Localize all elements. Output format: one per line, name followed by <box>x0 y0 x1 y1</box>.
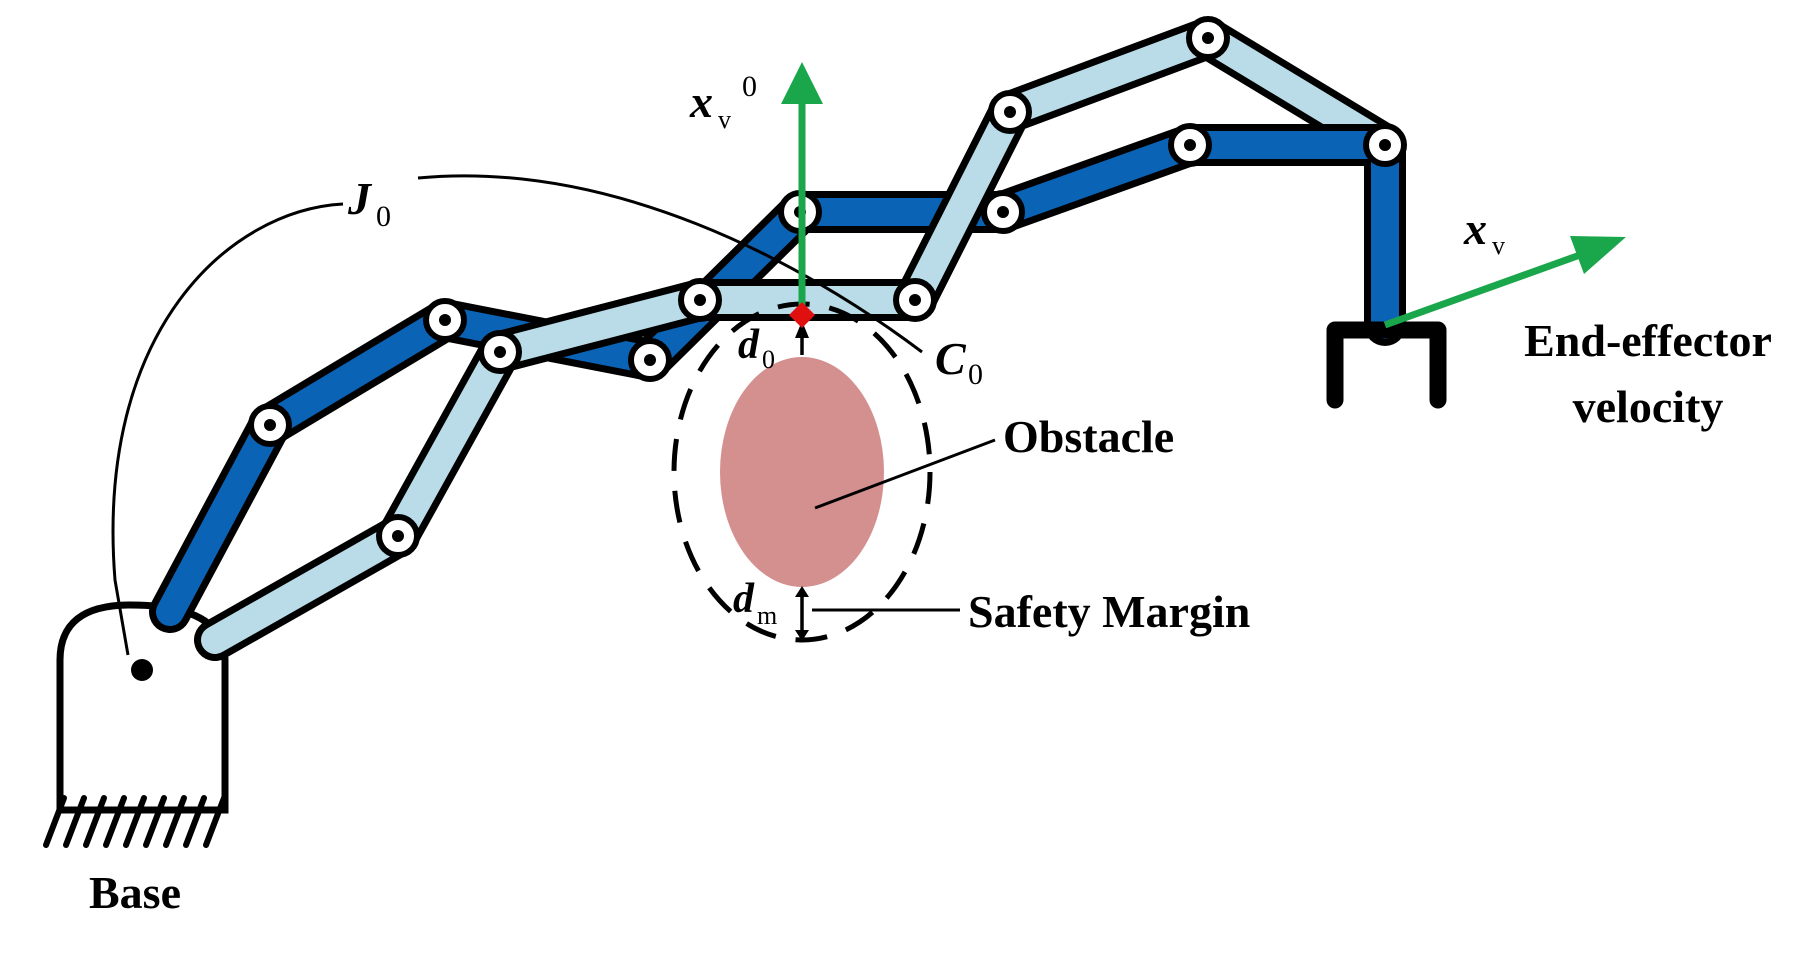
joint <box>423 298 467 342</box>
xv-label: x v <box>1463 203 1505 260</box>
dm-arrow <box>795 586 809 641</box>
joint <box>628 338 672 382</box>
end-effector-label-line1: End-effector <box>1524 315 1772 366</box>
joint <box>248 403 292 447</box>
xv-arrow <box>1383 236 1626 329</box>
base-label: Base <box>89 867 181 918</box>
svg-text:d: d <box>733 576 755 622</box>
light-link-overlays <box>479 91 1031 373</box>
safety-margin-label: Safety Margin <box>968 586 1250 637</box>
j0-leader-right <box>417 174 923 354</box>
svg-text:0: 0 <box>968 358 983 391</box>
joints <box>248 16 1407 558</box>
robot-base <box>43 601 229 848</box>
base-ground-hatch <box>43 795 227 848</box>
joint <box>1186 16 1230 60</box>
velocity-arrows <box>781 62 1626 329</box>
svg-text:0: 0 <box>762 345 775 374</box>
joint <box>1363 123 1407 167</box>
svg-text:v: v <box>1492 231 1505 260</box>
svg-text:m: m <box>757 601 777 630</box>
obstacle-leader <box>814 438 996 510</box>
distance-arrows <box>795 321 809 641</box>
j0-leader-left <box>111 202 344 656</box>
closest-point-c0 <box>789 302 815 328</box>
end-effector-gripper <box>1326 321 1447 409</box>
joint <box>478 330 522 374</box>
j0-label: J 0 <box>347 173 391 233</box>
svg-text:0: 0 <box>742 70 757 103</box>
svg-text:J: J <box>347 173 373 224</box>
joint <box>678 278 722 322</box>
joint <box>1168 123 1212 167</box>
xv0-arrow <box>781 62 823 312</box>
leader-lines <box>111 174 996 656</box>
robot-links <box>149 17 1406 661</box>
j0-joint-dot <box>131 659 153 681</box>
joint <box>893 278 937 322</box>
obstacle-shape <box>720 357 884 587</box>
dm-label: d m <box>733 576 777 630</box>
joint <box>988 90 1032 134</box>
obstacle-label: Obstacle <box>1003 411 1174 462</box>
svg-text:0: 0 <box>376 200 391 233</box>
c0-label: C 0 <box>935 333 983 391</box>
end-effector-label-line2: velocity <box>1573 381 1724 432</box>
svg-text:v: v <box>718 105 731 134</box>
joint <box>981 190 1025 234</box>
xv0-label: x v 0 <box>689 70 757 134</box>
svg-text:x: x <box>1463 203 1487 254</box>
svg-text:d: d <box>738 322 760 368</box>
svg-text:x: x <box>689 76 713 127</box>
d0-label: d 0 <box>738 322 775 374</box>
svg-text:C: C <box>935 333 967 384</box>
joint <box>376 514 420 558</box>
